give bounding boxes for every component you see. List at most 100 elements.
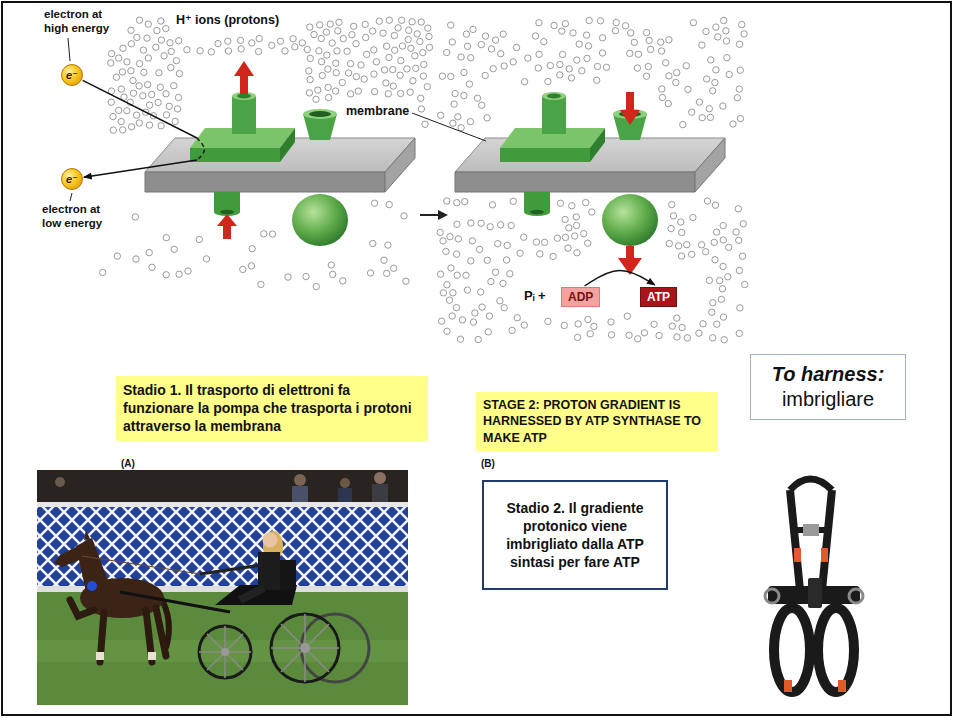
proton-dot <box>175 94 181 100</box>
proton-dot <box>720 237 726 243</box>
proton-dot <box>703 249 709 255</box>
proton-dot <box>171 246 177 252</box>
proton-dot <box>454 221 460 227</box>
proton-dot <box>439 73 445 79</box>
proton-dot <box>443 248 449 254</box>
horse-carriage-photo <box>374 472 386 484</box>
proton-dot <box>333 60 339 66</box>
proton-dot <box>740 221 746 227</box>
proton-dot <box>468 55 474 61</box>
proton-dot <box>371 71 377 77</box>
proton-dot <box>717 278 723 284</box>
proton-dot <box>458 54 464 60</box>
electron-transfer-arrow <box>83 80 205 177</box>
proton-dot <box>386 17 392 23</box>
horse-carriage-photo <box>199 626 251 678</box>
proton-dot <box>497 222 503 228</box>
proton-dot <box>704 76 710 82</box>
proton-dot <box>376 18 382 24</box>
proton-dot <box>163 112 169 118</box>
proton-dot <box>622 23 628 29</box>
proton-dot <box>736 267 742 273</box>
proton-dot <box>658 48 664 54</box>
ion-label: H⁺ ions (protons) <box>176 12 279 27</box>
proton-dot <box>713 24 719 30</box>
proton-dot <box>404 66 410 72</box>
proton-dot <box>482 33 488 39</box>
proton-dot <box>345 70 351 76</box>
proton-dot <box>391 265 397 271</box>
panel-letter: (A) <box>121 458 135 469</box>
proton-dot <box>712 79 718 85</box>
proton-dot <box>468 258 474 264</box>
proton-dot <box>581 231 587 237</box>
proton-dot <box>154 27 160 33</box>
proton-dot <box>418 19 424 25</box>
proton-dot <box>418 106 424 112</box>
proton-dot <box>409 19 415 25</box>
proton-dot <box>422 121 428 127</box>
proton-dot <box>673 79 679 85</box>
proton-dot <box>351 23 357 29</box>
proton-dot <box>608 319 614 325</box>
proton-dot <box>397 72 403 78</box>
proton-dot <box>313 283 319 289</box>
proton-dot <box>569 203 575 209</box>
proton-dot <box>149 91 155 97</box>
reaction-arrow <box>585 270 655 286</box>
proton-dot <box>362 21 368 27</box>
proton-dot <box>185 268 191 274</box>
proton-dot <box>699 42 705 48</box>
proton-dot <box>474 95 480 101</box>
proton-dot <box>328 262 334 268</box>
proton-dot <box>501 63 507 69</box>
proton-dot <box>557 61 563 67</box>
proton-dot <box>501 305 507 311</box>
proton-dot <box>163 235 169 241</box>
proton-dot <box>669 201 675 207</box>
caption-text: STAGE 2: PROTON GRADIENT IS HARNESSED BY… <box>483 397 711 446</box>
proton-dot <box>521 79 527 85</box>
proton-dot <box>585 43 591 49</box>
proton-dot <box>551 22 557 28</box>
proton-dot <box>713 229 719 235</box>
proton-dot <box>323 29 329 35</box>
harness-picture <box>838 680 846 692</box>
proton-dot <box>541 239 547 245</box>
proton-dot <box>347 61 353 67</box>
proton-dot <box>424 84 430 90</box>
proton-dot <box>559 51 565 57</box>
proton-dot <box>318 35 324 41</box>
horse-carriage-photo <box>156 608 166 656</box>
proton-dot <box>269 42 275 48</box>
proton-dot <box>670 213 676 219</box>
proton-dot <box>489 202 495 208</box>
proton-dot <box>723 38 729 44</box>
proton-dot <box>517 250 523 256</box>
proton-dot <box>333 70 339 76</box>
molecule-name: ADP <box>568 290 593 304</box>
horse-carriage-photo <box>271 614 339 682</box>
proton-dot <box>635 336 641 342</box>
proton-dot <box>449 313 455 319</box>
proton-dot <box>635 51 641 57</box>
proton-dot <box>146 249 152 255</box>
proton-dot <box>464 287 470 293</box>
proton-dot <box>450 290 456 296</box>
proton-dot <box>554 235 560 241</box>
proton-dot <box>452 90 458 96</box>
proton-dot <box>608 332 614 338</box>
proton-dot <box>303 273 309 279</box>
proton-dot <box>420 73 426 79</box>
proton-dot <box>408 45 414 51</box>
proton-dot <box>643 73 649 79</box>
proton-dot <box>641 330 647 336</box>
proton-dot <box>395 25 401 31</box>
proton-dot <box>690 20 696 26</box>
horse-carriage-photo <box>200 565 262 574</box>
proton-dot <box>627 50 633 56</box>
proton-dot <box>444 198 450 204</box>
horse-carriage-photo <box>37 470 408 705</box>
proton-dot <box>418 95 424 101</box>
